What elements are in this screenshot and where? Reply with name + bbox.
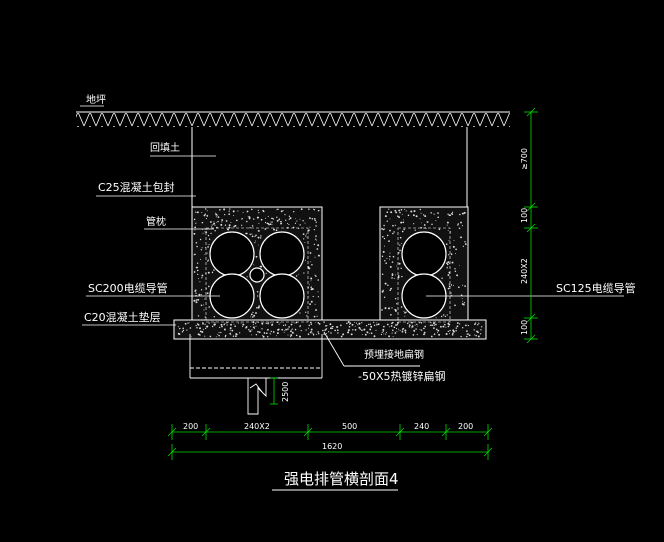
horizontal-dimension-chain (167, 424, 493, 460)
dim-h-4: 200 (458, 422, 473, 431)
grounding-label-1: 预埋接地扁钢 (364, 348, 424, 361)
sc125-label: SC125电缆导管 (556, 281, 636, 295)
dim-v-0: ≥700 (520, 148, 529, 170)
dim-h-3: 240 (414, 422, 429, 431)
pipe-sc125 (401, 231, 447, 277)
pipe-sc200 (259, 231, 305, 277)
vertical-dimension-chain (524, 107, 538, 344)
c20-label: C20混凝土垫层 (84, 310, 161, 324)
dim-total: 1620 (322, 442, 342, 451)
dim-h-1: 240X2 (244, 422, 270, 431)
left-pipe-grid (205, 227, 309, 323)
right-pipe-grid (397, 227, 451, 323)
dim-h-0: 200 (183, 422, 198, 431)
sc200-label: SC200电缆导管 (88, 281, 168, 295)
pipe-sc200 (259, 273, 305, 319)
grounding-label-2: -50X5热镀锌扁钢 (358, 369, 446, 383)
dim-h-2: 500 (342, 422, 357, 431)
dim-v-small: 2500 (281, 382, 290, 402)
ground-label: 地坪 (86, 93, 106, 106)
pipe-center-small (249, 267, 265, 283)
dim-v-2: 240X2 (520, 258, 529, 284)
dim-v-3: 100 (520, 320, 529, 335)
pipe-support-label: 管枕 (146, 215, 166, 228)
pipe-sc200 (209, 231, 255, 277)
grounding-detail (189, 331, 420, 415)
ground-surface (76, 111, 510, 127)
dim-v-1: 100 (520, 208, 529, 223)
concrete-encase-label: C25混凝土包封 (98, 180, 175, 194)
drawing-title: 强电排管横剖面4 (284, 470, 399, 488)
backfill-label: 回填土 (150, 141, 180, 154)
base-slab (173, 319, 487, 340)
